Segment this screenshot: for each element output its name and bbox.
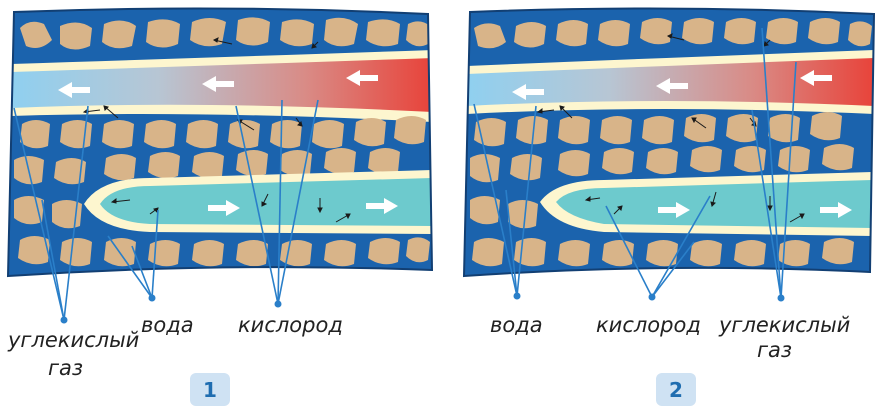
label-water: вода — [141, 313, 194, 337]
label-oxygen: кислород — [596, 313, 701, 337]
badge-1-text: 1 — [203, 378, 217, 402]
panel-2: вода кислород углекислый газ 2 — [464, 8, 874, 406]
pointer-dots — [514, 293, 785, 302]
panel-1: углекислый газ вода кислород 1 — [7, 8, 432, 406]
label-co2-line2: газ — [48, 356, 83, 380]
label-co2-line2: газ — [757, 338, 792, 362]
badge-2-text: 2 — [669, 378, 683, 402]
label-co2-line1: углекислый — [7, 328, 139, 352]
badge-2: 2 — [656, 373, 696, 406]
label-water: вода — [490, 313, 543, 337]
label-co2-line1: углекислый — [718, 313, 850, 337]
badge-1: 1 — [190, 373, 230, 406]
label-oxygen: кислород — [238, 313, 343, 337]
cell-row-bottom — [472, 238, 854, 266]
